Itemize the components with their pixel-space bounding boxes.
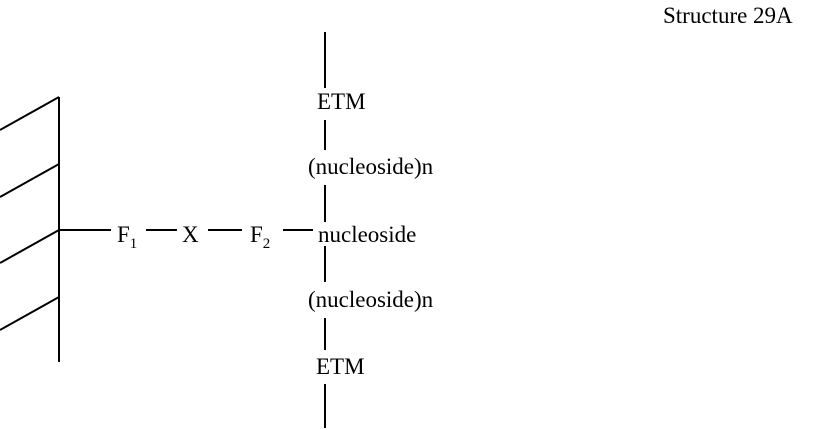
solid-support bbox=[0, 97, 59, 362]
structure-title: Structure 29A bbox=[663, 3, 793, 28]
f2-label: F2 bbox=[250, 222, 270, 252]
surface-hatch bbox=[0, 297, 59, 330]
surface-hatch bbox=[0, 230, 59, 263]
upper-repeat: (nucleoside)n bbox=[308, 154, 434, 179]
lower-etm: ETM bbox=[316, 354, 365, 379]
x-label: X bbox=[182, 222, 199, 247]
surface-hatch bbox=[0, 97, 59, 130]
center-nucleoside: nucleoside bbox=[318, 222, 416, 247]
linker-chain: F1 X F2 nucleoside bbox=[59, 222, 416, 252]
f1-label: F1 bbox=[117, 222, 137, 252]
upper-etm: ETM bbox=[317, 89, 366, 114]
surface-hatch bbox=[0, 164, 59, 197]
lower-repeat: (nucleoside)n bbox=[308, 287, 434, 312]
